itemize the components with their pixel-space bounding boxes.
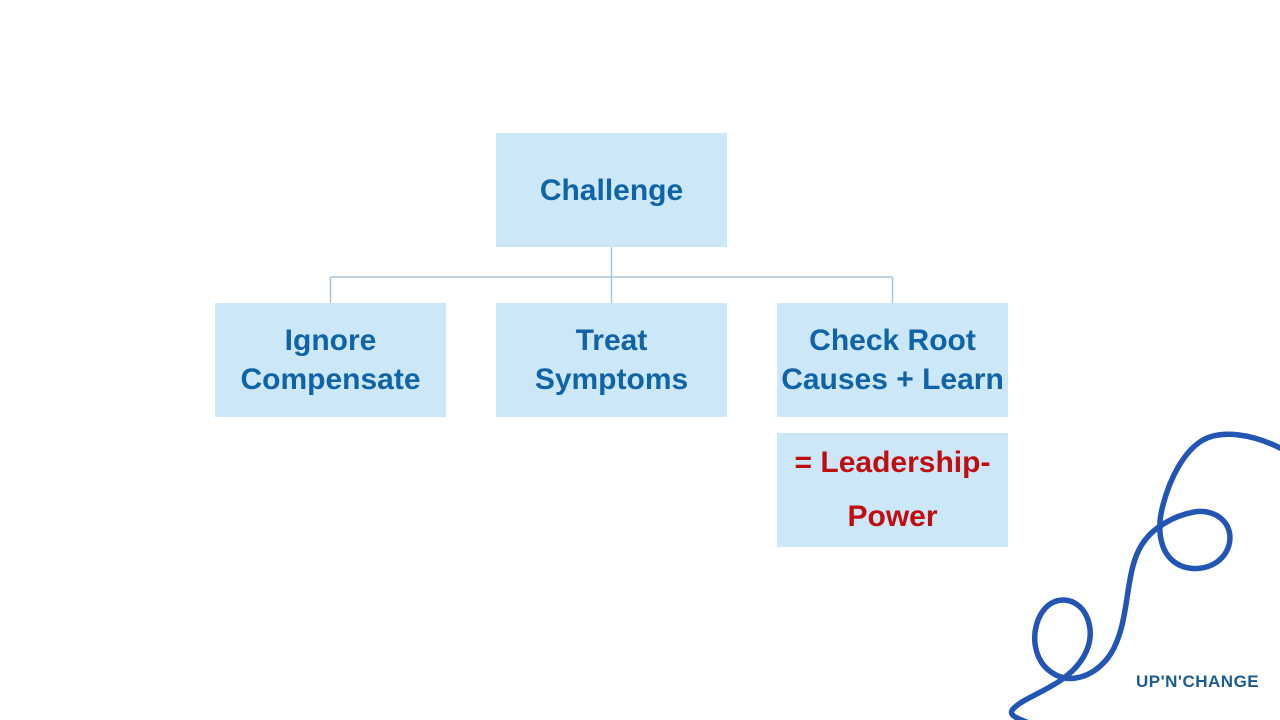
node-leadership-power: = Leadership- Power	[777, 433, 1008, 547]
node-treat-symptoms: Treat Symptoms	[496, 303, 727, 417]
node-label-line: Check Root	[809, 324, 976, 357]
brand-logo-text: UP'N'CHANGE	[1136, 672, 1260, 691]
node-label-line: Symptoms	[534, 363, 689, 396]
node-challenge: Challenge	[496, 133, 727, 247]
node-ignore-compensate: Ignore Compensate	[215, 303, 446, 417]
node-label-line: Challenge	[539, 173, 684, 207]
node-check-root-causes-learn: Check Root Causes + Learn	[777, 303, 1008, 417]
scribble-path	[1008, 431, 1280, 720]
node-label-line: Treat	[575, 324, 648, 357]
node-label-line: = Leadership-	[794, 446, 991, 479]
node-label-line: Compensate	[240, 363, 421, 396]
node-label-line: Ignore	[284, 324, 377, 357]
node-label-line: Power	[847, 500, 938, 533]
node-label-line: Causes + Learn	[781, 363, 1004, 396]
